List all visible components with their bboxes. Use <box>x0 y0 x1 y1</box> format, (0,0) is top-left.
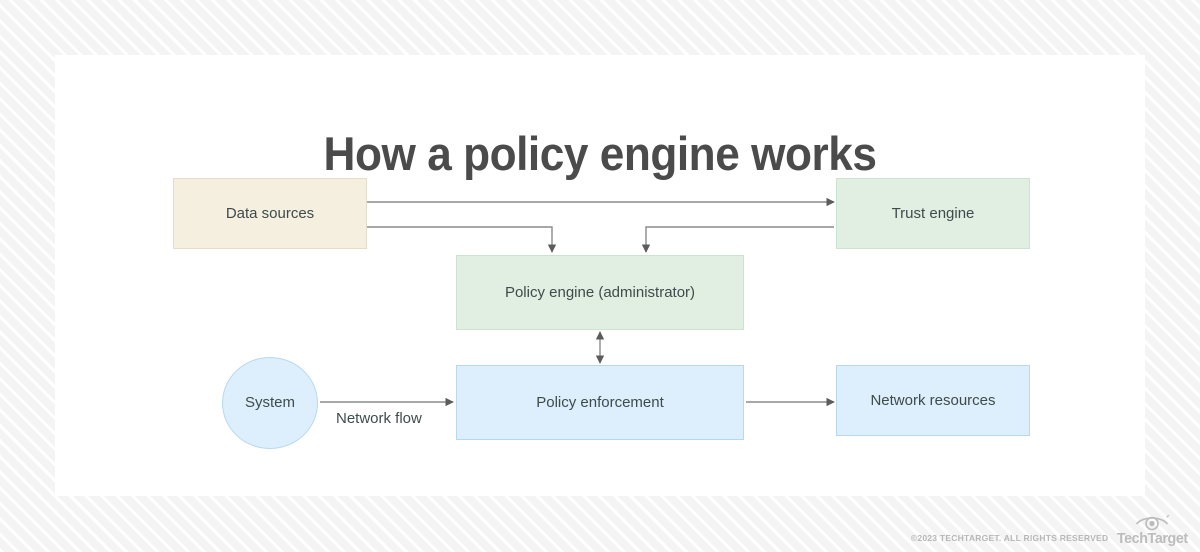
node-trust-engine[interactable]: Trust engine <box>836 178 1030 249</box>
footer: ©2023 TECHTARGET. ALL RIGHTS RESERVED Te… <box>911 514 1190 546</box>
node-data-sources[interactable]: Data sources <box>173 178 367 249</box>
node-label: Policy enforcement <box>536 393 664 411</box>
edge-trust-engine-to-policy-engine <box>641 226 834 253</box>
node-policy-engine[interactable]: Policy engine (administrator) <box>456 255 744 330</box>
node-label: Network resources <box>870 391 996 409</box>
page-title: How a policy engine works <box>323 127 877 181</box>
eye-icon <box>1135 514 1170 531</box>
policy-engine-flowchart: Data sources Trust engine Policy engine … <box>55 55 1145 496</box>
content-card: How a policy engine works <box>55 55 1145 496</box>
node-label: Trust engine <box>891 204 975 222</box>
edge-data-sources-to-policy-engine <box>367 226 557 253</box>
edge-label-network-flow: Network flow <box>336 410 422 427</box>
diagram-connectors <box>320 197 835 407</box>
node-label: Policy engine (administrator) <box>504 283 696 301</box>
techtarget-logo: TechTarget <box>1115 514 1190 546</box>
copyright-text: ©2023 TECHTARGET. ALL RIGHTS RESERVED <box>910 533 1109 543</box>
node-network-resources[interactable]: Network resources <box>836 365 1030 436</box>
node-policy-enforcement[interactable]: Policy enforcement <box>456 365 744 440</box>
techtarget-wordmark: TechTarget <box>1117 530 1189 547</box>
node-system[interactable]: System <box>222 357 318 449</box>
node-label: System <box>244 394 295 411</box>
node-label: Data sources <box>225 204 315 222</box>
